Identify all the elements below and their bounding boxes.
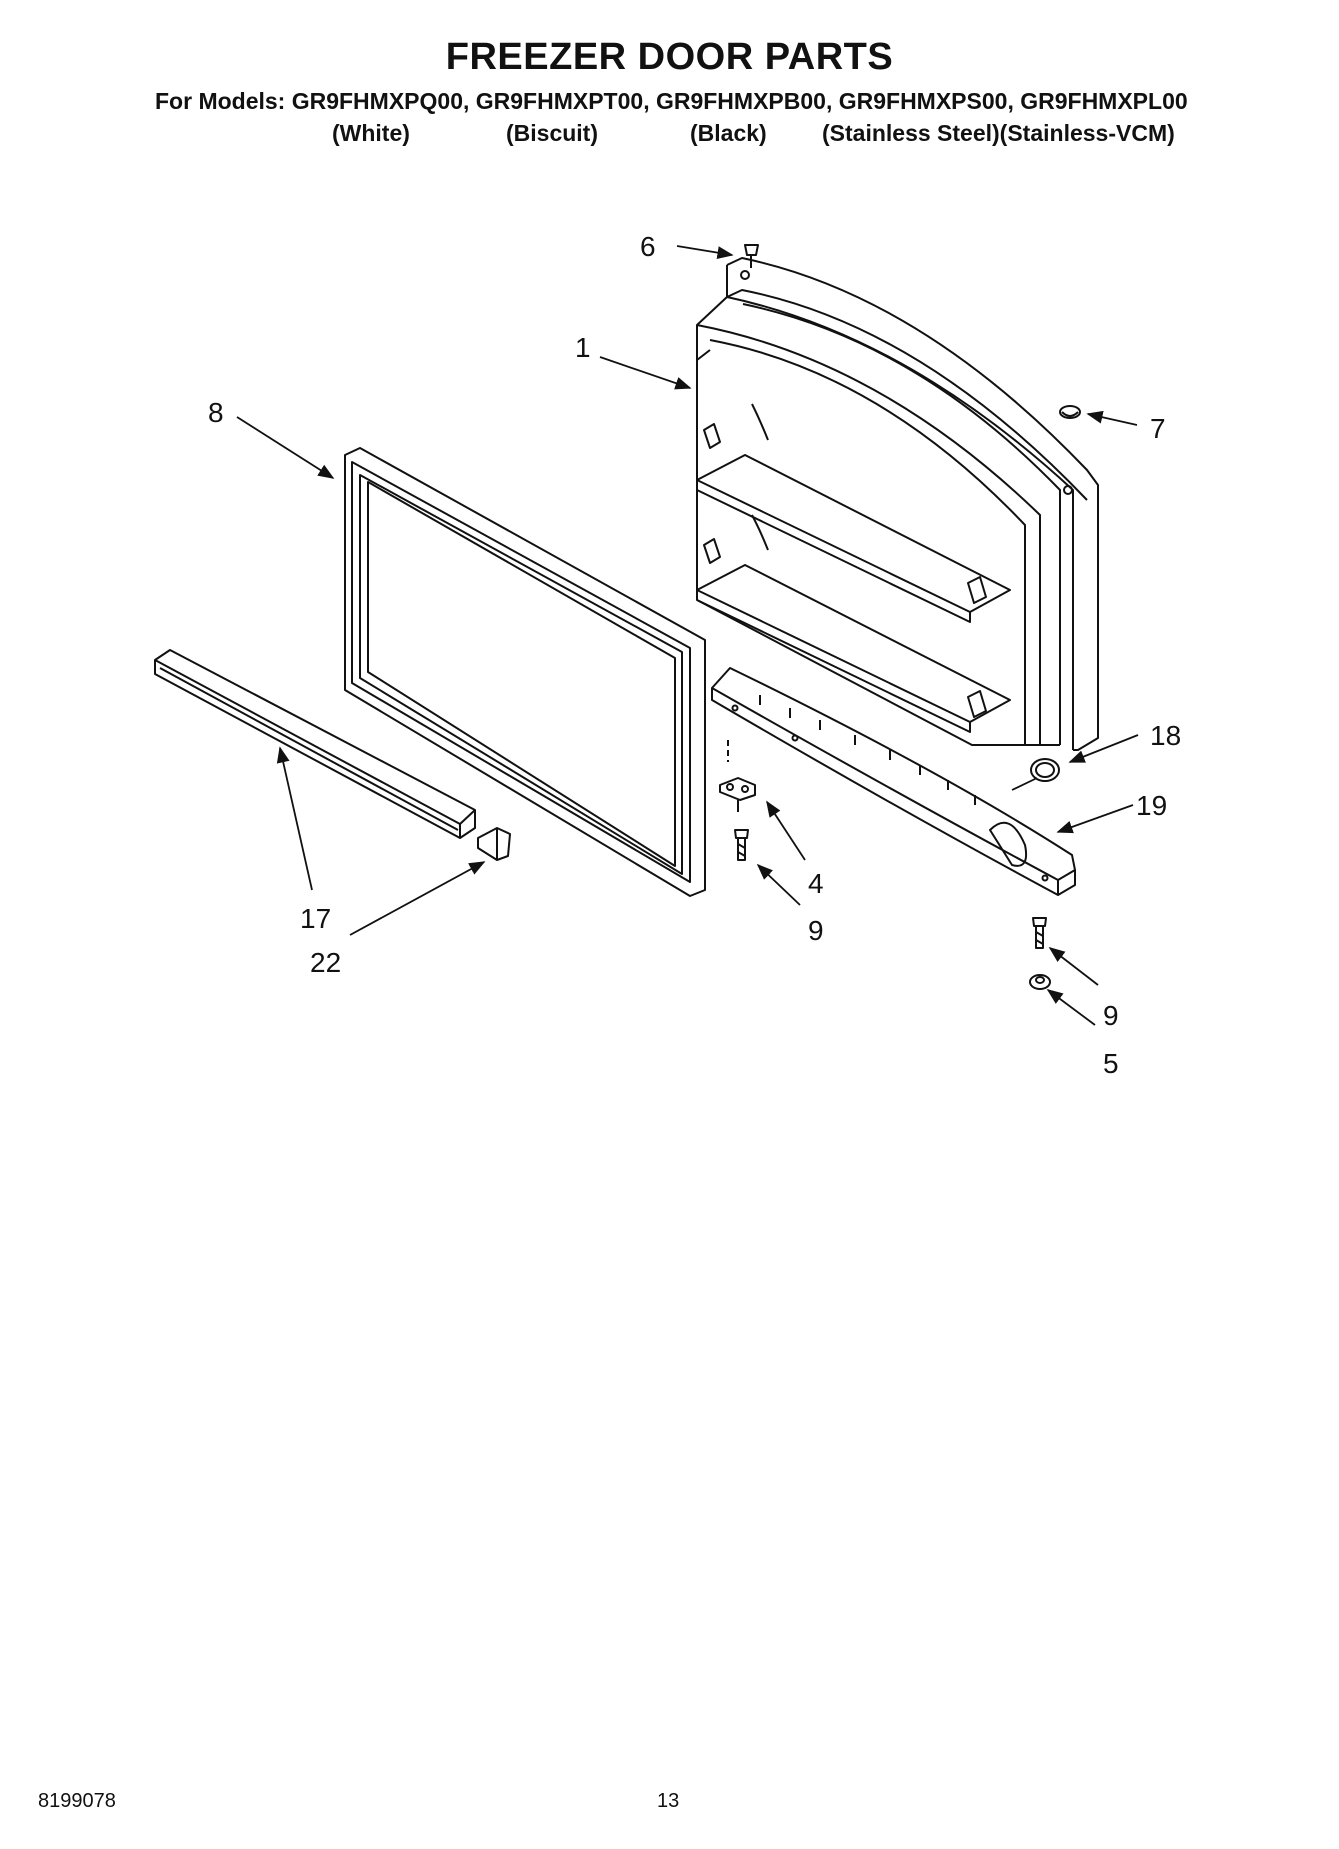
callout-8: 8 [208, 397, 224, 428]
callout-1: 1 [575, 332, 591, 363]
color-white: (White) [332, 120, 410, 146]
grommet-part [1030, 758, 1060, 782]
screw-part-9-right [1032, 917, 1047, 949]
callout-19: 19 [1136, 790, 1167, 821]
callouts: 6 1 8 7 18 19 4 9 17 22 9 5 [208, 231, 1181, 1079]
grille-strip-part [154, 649, 476, 839]
hinge-bracket-part [719, 740, 756, 812]
door-gasket-part [344, 447, 706, 897]
washer-part [1029, 974, 1051, 990]
document-number: 8199078 [38, 1790, 116, 1812]
callout-18: 18 [1150, 720, 1181, 751]
bottom-trim-part [711, 667, 1076, 896]
screw-part-6 [744, 244, 759, 268]
models-line: For Models: GR9FHMXPQ00, GR9FHMXPT00, GR… [155, 88, 1188, 114]
leader-lines [236, 245, 1139, 1026]
door-liner-part [696, 257, 1099, 751]
page-number: 13 [657, 1790, 680, 1812]
page-title: FREEZER DOOR PARTS [445, 36, 894, 78]
color-biscuit: (Biscuit) [506, 120, 598, 146]
color-stainless: (Stainless Steel)(Stainless-VCM) [822, 120, 1175, 146]
callout-4: 4 [808, 868, 824, 899]
screw-part-9-left [734, 829, 749, 861]
color-black: (Black) [690, 120, 767, 146]
callout-9-right: 9 [1103, 1000, 1119, 1031]
callout-9-left: 9 [808, 915, 824, 946]
callout-17: 17 [300, 903, 331, 934]
callout-7: 7 [1150, 413, 1166, 444]
callout-22: 22 [310, 947, 341, 978]
plug-button-part-7 [1059, 405, 1081, 419]
end-cap-part [477, 827, 511, 861]
color-variants: (White) (Biscuit) (Black) (Stainless Ste… [0, 120, 1339, 150]
callout-5: 5 [1103, 1048, 1119, 1079]
callout-6: 6 [640, 231, 656, 262]
